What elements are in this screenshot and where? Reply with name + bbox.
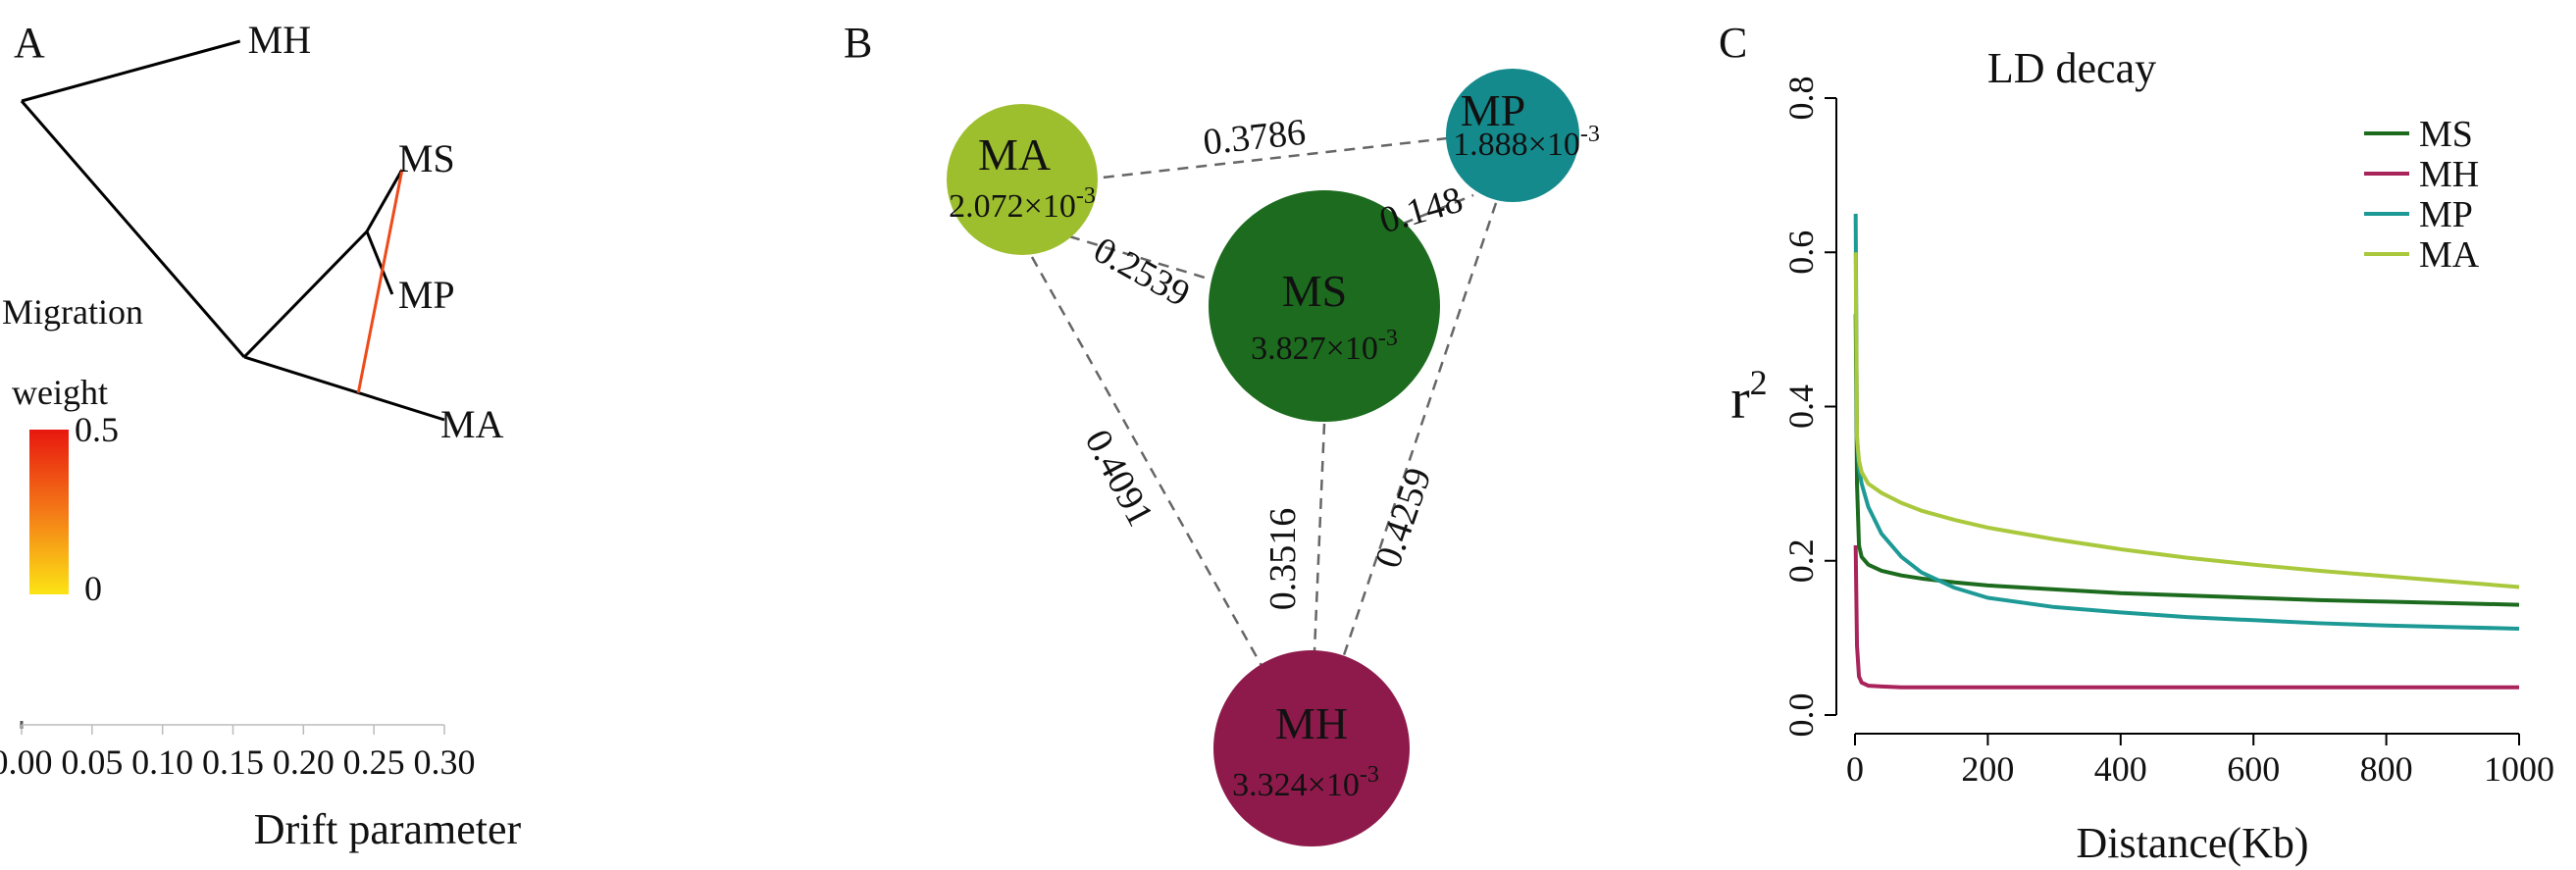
node-name-ms: MS xyxy=(1282,266,1347,316)
tip-label-mp: MP xyxy=(398,273,455,317)
network-edges xyxy=(1030,136,1498,688)
node-circle-ma xyxy=(947,104,1098,255)
ld-series-lines xyxy=(1853,213,2520,690)
branch-mp xyxy=(365,230,394,295)
drift-tick-label: 0.15 xyxy=(202,742,264,782)
y-tick-label: 0.4 xyxy=(1781,384,1821,429)
x-tick-label: 0 xyxy=(1846,749,1864,789)
x-tick-label: 400 xyxy=(2094,749,2147,789)
edge-label-ms-mh: 0.3516 xyxy=(1262,508,1304,611)
drift-tick-label: 0.25 xyxy=(343,742,405,782)
drift-tick-label: 0.20 xyxy=(273,742,335,782)
y-tick-label: 0.8 xyxy=(1781,77,1821,121)
drift-axis-label: Drift parameter xyxy=(254,805,522,853)
legend-label-mh: MH xyxy=(2419,154,2479,195)
node-value-exponent: -3 xyxy=(1580,122,1600,147)
x-axis-label: Distance(Kb) xyxy=(2076,819,2308,867)
node-value-base: 3.324×10 xyxy=(1232,767,1360,803)
node-value-ma: 2.072×10-3 xyxy=(949,183,1096,225)
edge-ms-mp xyxy=(1402,193,1474,226)
node-circle-ms xyxy=(1209,190,1440,422)
y-axis-label: r2 xyxy=(1730,363,1767,431)
node-value-base: 2.072×10 xyxy=(949,188,1076,225)
drift-tick-label: 0.05 xyxy=(61,742,123,782)
legend-title-line1: Migration xyxy=(2,292,143,332)
edge-ma-ms xyxy=(1068,234,1215,282)
y-tick-label: 0.6 xyxy=(1781,230,1821,275)
panel-b-label: B xyxy=(844,19,872,67)
migration-weight-legend: Migration weight 0.5 0 xyxy=(2,292,143,608)
panel-b-network: B MA2.072×10-3MP1.888×10-3MS3.827×10-3MH… xyxy=(844,19,1600,846)
tip-label-ms: MS xyxy=(398,136,455,180)
network-nodes: MA2.072×10-3MP1.888×10-3MS3.827×10-3MH3.… xyxy=(947,69,1600,846)
branch-ma xyxy=(243,355,445,422)
node-value-ms: 3.827×10-3 xyxy=(1251,326,1398,367)
branch-n1 xyxy=(20,100,246,358)
series-line-mp xyxy=(1853,213,2520,631)
node-circle-mh xyxy=(1213,650,1410,846)
branch-mh xyxy=(21,39,241,103)
node-value-exponent: -3 xyxy=(1378,326,1398,351)
migration-edges xyxy=(356,169,404,393)
tip-label-mh: MH xyxy=(248,18,311,62)
node-mp: MP1.888×10-3 xyxy=(1446,69,1600,202)
legend-title-line2: weight xyxy=(12,373,108,412)
edge-label-ms-mp: 0.148 xyxy=(1375,179,1468,241)
node-circle-mp xyxy=(1446,69,1579,202)
series-line-mh xyxy=(1853,544,2519,690)
panel-c-label: C xyxy=(1719,19,1747,67)
tree-branches xyxy=(20,39,445,422)
branch-ms xyxy=(365,169,404,232)
node-value-exponent: -3 xyxy=(1360,762,1379,788)
x-tick-label: 1000 xyxy=(2484,749,2554,789)
edge-ma-mh xyxy=(1030,256,1275,688)
legend-max: 0.5 xyxy=(75,410,119,449)
node-ms: MS 3.827×10-3 xyxy=(1209,190,1440,422)
edge-label-mp-mh: 0.4259 xyxy=(1367,463,1440,573)
drift-tick-label: 0.30 xyxy=(414,742,476,782)
edge-label-ma-ms: 0.2539 xyxy=(1087,230,1197,315)
tree-tip-labels: MH MS MP MA xyxy=(248,18,504,446)
drift-axis: 0.000.050.100.150.200.250.30 xyxy=(0,721,476,782)
series-line-ms xyxy=(1853,314,2520,607)
legend-label-ms: MS xyxy=(2419,114,2473,155)
node-value-base: 1.888×10 xyxy=(1453,127,1580,163)
migration-edge xyxy=(356,169,404,393)
x-tick-label: 600 xyxy=(2227,749,2280,789)
legend-min: 0 xyxy=(84,569,102,608)
node-ma: MA2.072×10-3 xyxy=(947,104,1098,255)
x-tick-label: 200 xyxy=(1961,749,2014,789)
node-name-mp: MP xyxy=(1461,85,1525,135)
y-tick-label: 0.2 xyxy=(1781,538,1821,583)
panel-a-tree: A MH MS MP MA Migration weight 0.5 0 0.0… xyxy=(0,18,522,853)
panel-a-label: A xyxy=(14,19,45,67)
node-value-exponent: -3 xyxy=(1076,183,1096,209)
x-tick-label: 800 xyxy=(2360,749,2413,789)
edge-ms-mh xyxy=(1313,423,1326,652)
legend-label-mp: MP xyxy=(2419,194,2473,235)
node-value-mh: 3.324×10-3 xyxy=(1232,762,1379,803)
legend-label-ma: MA xyxy=(2419,234,2480,276)
panel-c-ld-decay: C LD decay 0.0 0.2 0.4 0.6 0.8 0 200 400 600 800 1… xyxy=(1719,19,2554,867)
drift-tick-label: 0.10 xyxy=(131,742,193,782)
ld-axes: 0.0 0.2 0.4 0.6 0.8 0 200 400 600 800 1000 xyxy=(1781,77,2554,790)
branch-n2 xyxy=(242,230,369,359)
series-line-ma xyxy=(1853,252,2520,589)
node-name-mh: MH xyxy=(1275,698,1348,748)
edge-label-ma-mh: 0.4091 xyxy=(1077,423,1161,533)
edge-mp-mh xyxy=(1342,202,1498,656)
node-value-base: 3.827×10 xyxy=(1251,331,1378,367)
node-name-ma: MA xyxy=(978,129,1051,179)
y-tick-label: 0.0 xyxy=(1781,693,1821,738)
node-mh: MH 3.324×10-3 xyxy=(1213,650,1410,846)
chart-title: LD decay xyxy=(1987,44,2156,92)
node-value-mp: 1.888×10-3 xyxy=(1453,122,1600,163)
edge-ma-mp xyxy=(1084,136,1449,181)
drift-tick-label: 0.00 xyxy=(0,742,53,782)
migration-color-bar xyxy=(29,430,69,594)
tip-label-ma: MA xyxy=(440,402,504,446)
